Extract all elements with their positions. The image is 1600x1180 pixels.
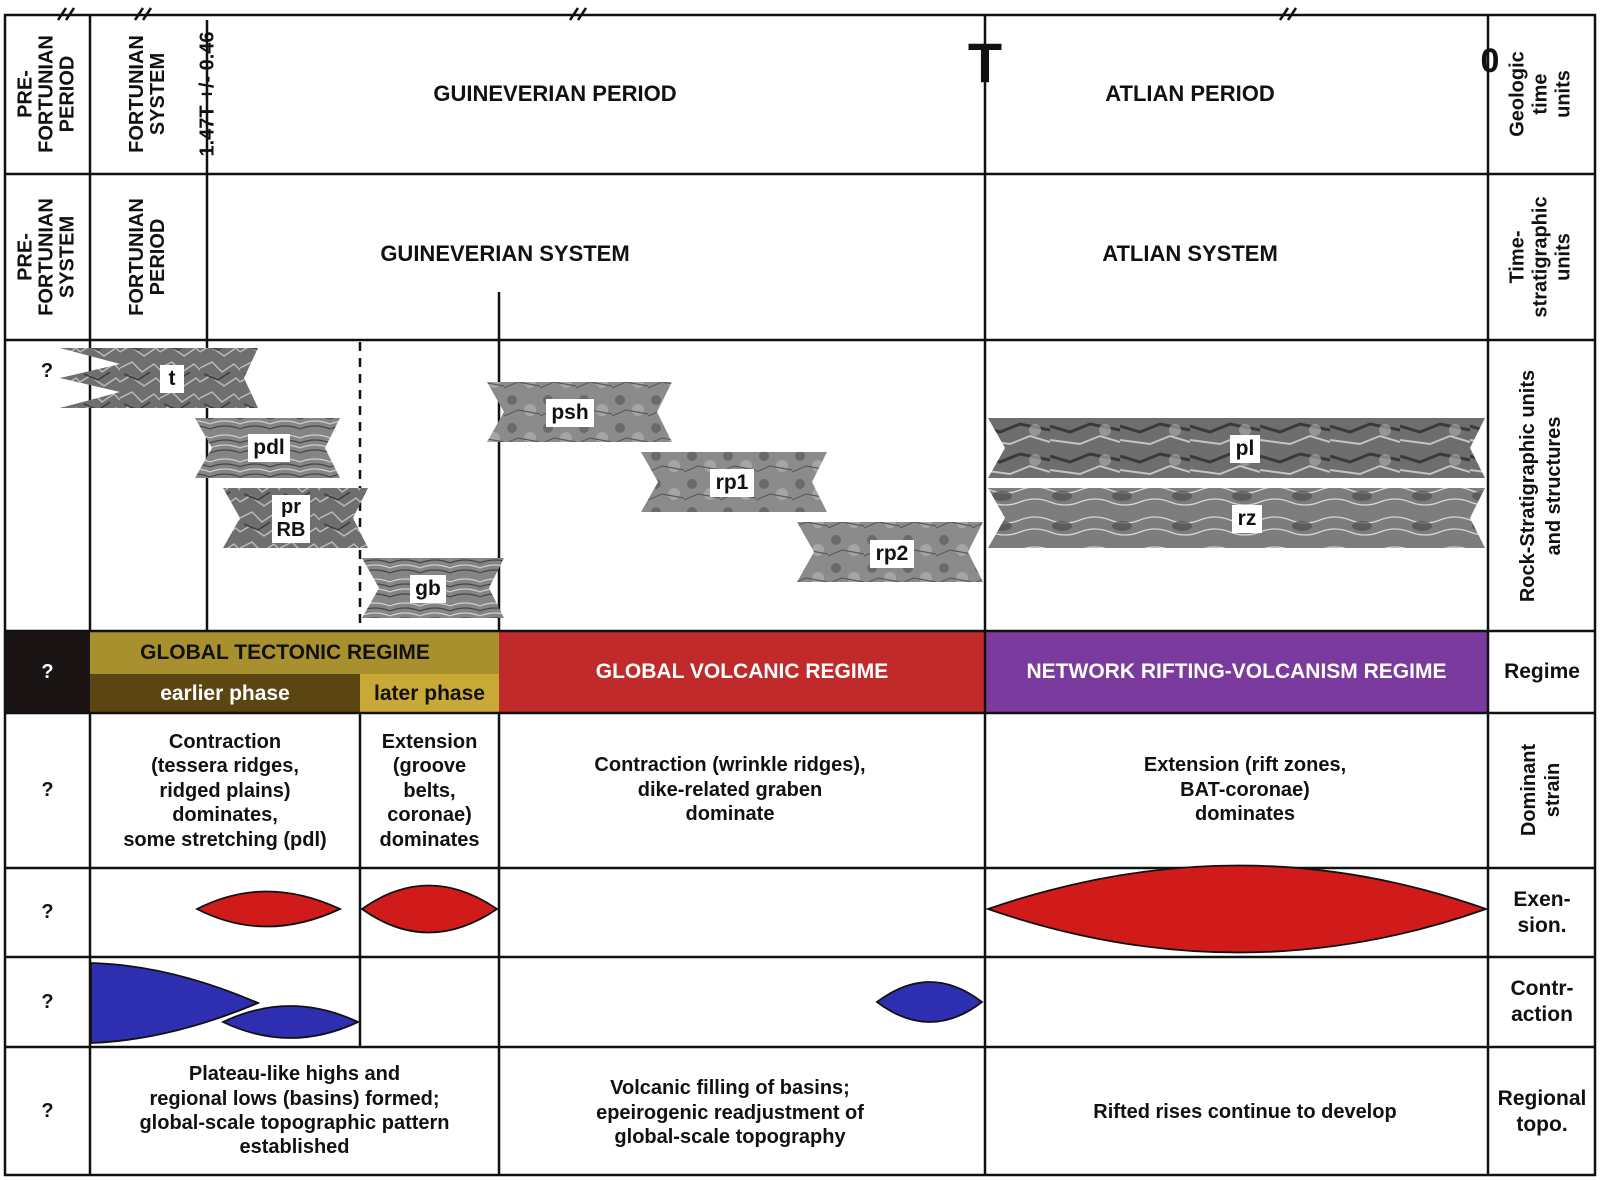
row-label-extension: Exen- sion. — [1513, 888, 1571, 937]
row-label-regional-topo: Regional topo. — [1497, 1087, 1587, 1136]
unit-rp2-label: rp2 — [870, 540, 914, 568]
pre-fortunian-system: PRE- FORTUNIAN SYSTEM — [14, 198, 79, 316]
network-rifting-band — [985, 631, 1488, 713]
global-volcanic-band — [499, 631, 985, 713]
contraction-lens-pdl — [220, 1005, 361, 1039]
atlian-system: ATLIAN SYSTEM — [1102, 240, 1278, 266]
zero-marker: 0 — [1480, 42, 1500, 81]
axis-break-marks — [56, 7, 1298, 21]
regime-unknown-band — [5, 631, 90, 713]
pre-fortunian-period: PRE- FORTUNIAN PERIOD — [14, 35, 79, 153]
strain-later: Extension (groove belts, coronae) domina… — [379, 731, 480, 851]
unit-psh-label: psh — [546, 399, 594, 427]
row-label-geologic-time: Geologic time units — [1506, 51, 1575, 137]
row-label-dominant-strain: Dominant strain — [1518, 743, 1564, 837]
atlian-period: ATLIAN PERIOD — [1105, 80, 1275, 106]
contraction-lens-earlier — [90, 962, 261, 1044]
topo-unknown: ? — [41, 1099, 54, 1122]
row-label-rock-stratigraphic: Rock-Stratigraphic units and structures — [1517, 369, 1565, 603]
extension-unknown: ? — [41, 901, 54, 924]
row-label-time-stratigraphic: Time- stratigraphic units — [1506, 196, 1575, 318]
topo-tectonic: Plateau-like highs and regional lows (ba… — [139, 1063, 450, 1159]
unit-t-label: t — [160, 365, 184, 393]
topo-atlian: Rifted rises continue to develop — [1093, 1100, 1397, 1123]
extension-lens-pdl — [195, 890, 343, 928]
t-marker: T — [967, 30, 1003, 94]
unit-prrb-label: pr RB — [272, 495, 310, 543]
unit-rp1-label: rp1 — [710, 469, 754, 497]
fortunian-system: FORTUNIAN SYSTEM — [126, 35, 169, 153]
unit-t-band — [60, 348, 258, 408]
strain-atlian: Extension (rift zones, BAT-coronae) domi… — [1143, 754, 1347, 826]
contraction-unknown: ? — [41, 990, 54, 1013]
regime-unknown: ? — [41, 660, 54, 683]
topo-volcanic: Volcanic filling of basins; epeirogenic … — [596, 1077, 864, 1149]
unit-rz-label: rz — [1232, 505, 1262, 533]
global-volcanic-regime: GLOBAL VOLCANIC REGIME — [595, 660, 889, 683]
guineverian-period: GUINEVERIAN PERIOD — [433, 80, 677, 106]
extension-lenses — [195, 864, 1489, 954]
strain-earlier: Contraction (tessera ridges, ridged plai… — [123, 731, 327, 851]
global-tectonic-band — [90, 631, 499, 674]
strain-unknown: ? — [41, 779, 54, 802]
later-phase-band — [360, 674, 499, 713]
unit-pdl-label: pdl — [248, 434, 290, 462]
rock-units — [60, 348, 1485, 618]
row-label-regime: Regime — [1504, 660, 1580, 684]
age-label: 1.47T +/- 0.46 — [196, 31, 219, 157]
extension-lens-atlian — [985, 864, 1489, 954]
contraction-lens-volcanic — [875, 981, 984, 1023]
strain-volcanic: Contraction (wrinkle ridges), dike-relat… — [594, 754, 866, 826]
extension-lens-later — [360, 884, 499, 934]
unit-gb-label: gb — [410, 575, 446, 603]
global-tectonic-regime: GLOBAL TECTONIC REGIME — [140, 640, 430, 664]
network-rifting-regime: NETWORK RIFTING-VOLCANISM REGIME — [1026, 660, 1447, 683]
row-label-contraction: Contr- action — [1510, 977, 1574, 1026]
earlier-phase: earlier phase — [160, 681, 290, 705]
guineverian-system: GUINEVERIAN SYSTEM — [380, 240, 630, 266]
earlier-phase-band — [90, 674, 360, 713]
table-grid — [3, 13, 1597, 1177]
fortunian-period: FORTUNIAN PERIOD — [126, 198, 169, 316]
unit-pl-label: pl — [1230, 435, 1260, 463]
later-phase: later phase — [374, 681, 485, 705]
unknown-rock-unit: ? — [40, 359, 54, 382]
contraction-lenses — [90, 962, 984, 1044]
